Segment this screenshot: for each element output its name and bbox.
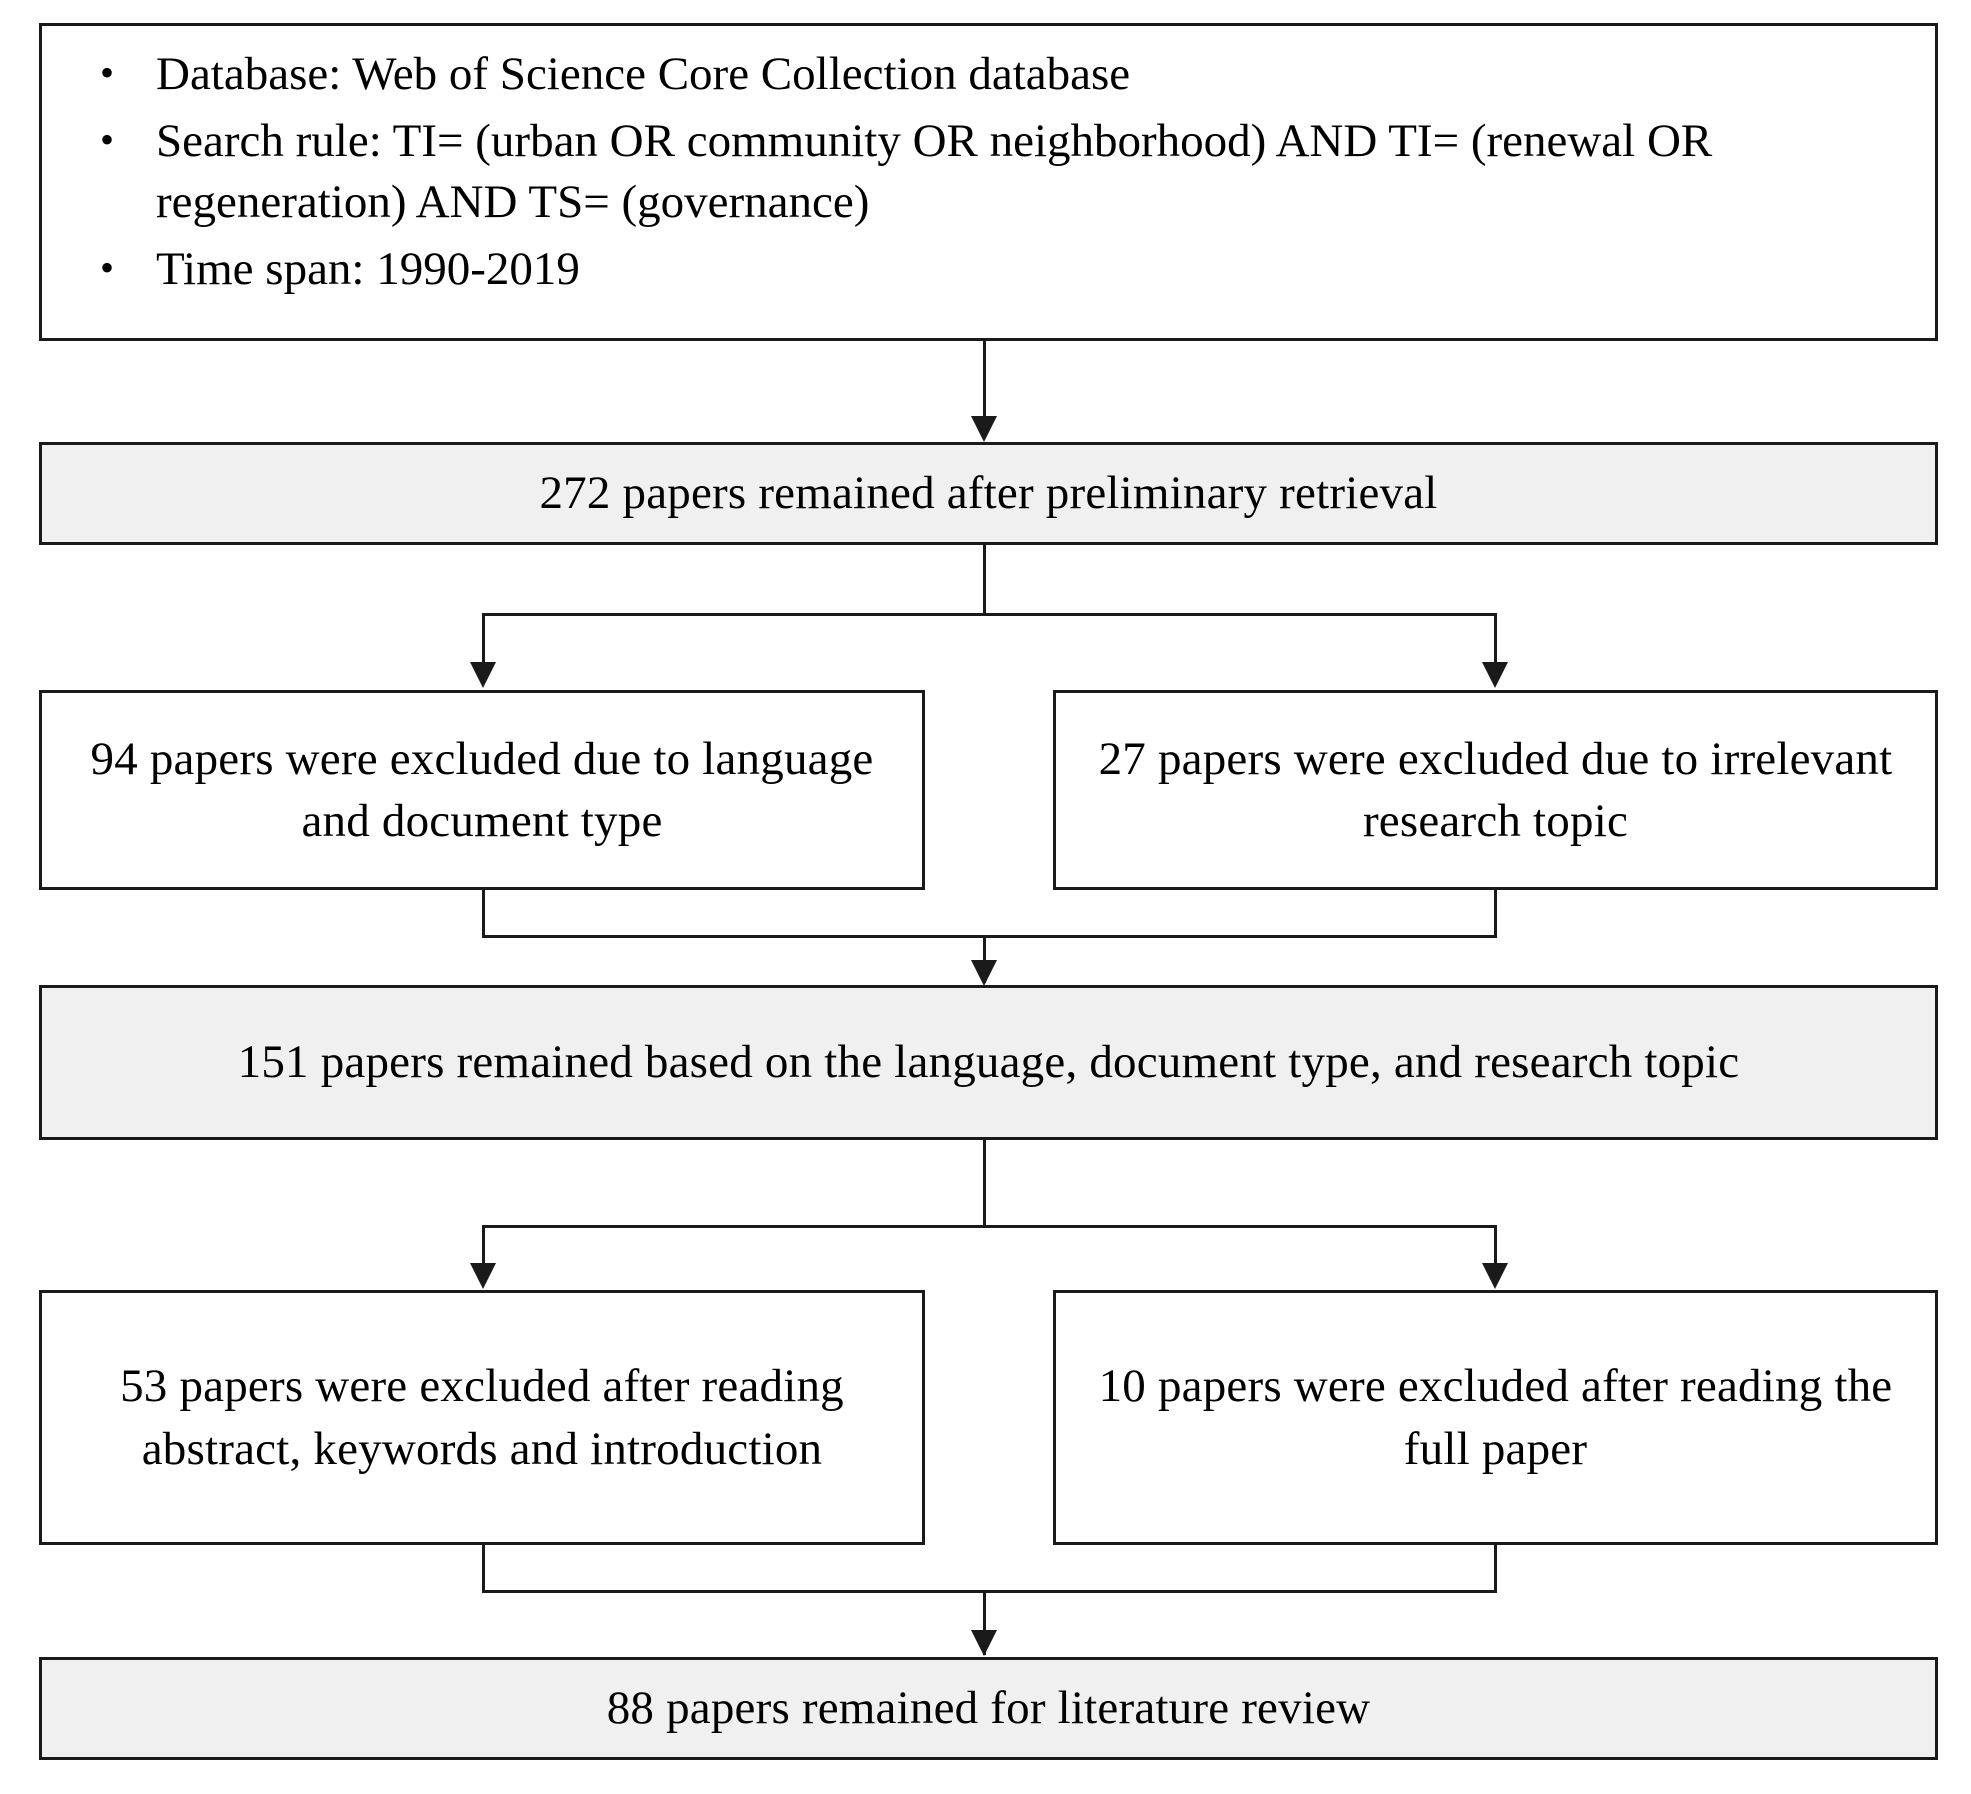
exclusion-text-fulltext: 10 papers were excluded after reading th…	[1098, 1360, 1893, 1475]
stage-text-after-screening: 151 papers remained based on the languag…	[237, 1036, 1740, 1089]
connector-split-bar-1	[482, 613, 1497, 616]
connector-split-left-1	[482, 613, 485, 665]
connector-merge-bar-1	[482, 935, 1497, 938]
connector-split-bar-2	[482, 1225, 1497, 1228]
arrowhead-icon	[971, 1630, 997, 1656]
arrowhead-icon	[1482, 662, 1508, 688]
arrowhead-icon	[971, 960, 997, 986]
criteria-item-time-span: • Time span: 1990-2019	[70, 239, 1907, 300]
criteria-text-time-span: Time span: 1990-2019	[156, 243, 580, 296]
stage-box-after-screening: 151 papers remained based on the languag…	[39, 985, 1938, 1140]
criteria-text-search-rule: Search rule: TI= (urban OR community OR …	[156, 115, 1713, 229]
connector-split-right-1	[1494, 613, 1497, 665]
stage-box-final: 88 papers remained for literature review	[39, 1657, 1938, 1760]
exclusion-text-topic: 27 papers were excluded due to irrelevan…	[1098, 732, 1893, 847]
bullet-icon: •	[100, 117, 115, 163]
criteria-text-database: Database: Web of Science Core Collection…	[156, 48, 1131, 100]
connector-merge-stem-2	[983, 1590, 986, 1655]
exclusion-box-topic: 27 papers were excluded due to irrelevan…	[1053, 690, 1938, 890]
connector-merge-bar-2	[482, 1590, 1497, 1593]
connector-split-right-2	[1494, 1225, 1497, 1267]
exclusion-text-abstract: 53 papers were excluded after reading ab…	[120, 1360, 844, 1475]
exclusion-text-language: 94 papers were excluded due to language …	[90, 732, 874, 847]
exclusion-box-language: 94 papers were excluded due to language …	[39, 690, 925, 890]
connector-merge-stem-1	[983, 935, 986, 983]
bullet-icon: •	[100, 50, 115, 95]
arrowhead-icon	[1482, 1263, 1508, 1289]
arrowhead-icon	[971, 416, 997, 442]
exclusion-box-abstract: 53 papers were excluded after reading ab…	[39, 1290, 925, 1545]
stage-text-preliminary: 272 papers remained after preliminary re…	[539, 467, 1438, 520]
connector-after-screening-stem	[983, 1140, 986, 1228]
connector-merge-right-1	[1494, 890, 1497, 938]
connector-merge-right-2	[1494, 1545, 1497, 1593]
arrowhead-icon	[470, 1263, 496, 1289]
criteria-item-search-rule: • Search rule: TI= (urban OR community O…	[70, 111, 1907, 233]
arrowhead-icon	[470, 662, 496, 688]
connector-preliminary-stem	[983, 545, 986, 615]
bullet-icon: •	[100, 245, 115, 291]
connector-merge-left-1	[482, 890, 485, 938]
connector-merge-left-2	[482, 1545, 485, 1593]
criteria-item-database: • Database: Web of Science Core Collecti…	[70, 44, 1907, 105]
connector-criteria-to-preliminary	[983, 341, 986, 419]
exclusion-box-fulltext: 10 papers were excluded after reading th…	[1053, 1290, 1938, 1545]
search-criteria-box: • Database: Web of Science Core Collecti…	[39, 23, 1938, 341]
criteria-list: • Database: Web of Science Core Collecti…	[42, 26, 1935, 316]
stage-text-final: 88 papers remained for literature review	[606, 1682, 1371, 1735]
connector-split-left-2	[482, 1225, 485, 1267]
stage-box-preliminary: 272 papers remained after preliminary re…	[39, 442, 1938, 545]
